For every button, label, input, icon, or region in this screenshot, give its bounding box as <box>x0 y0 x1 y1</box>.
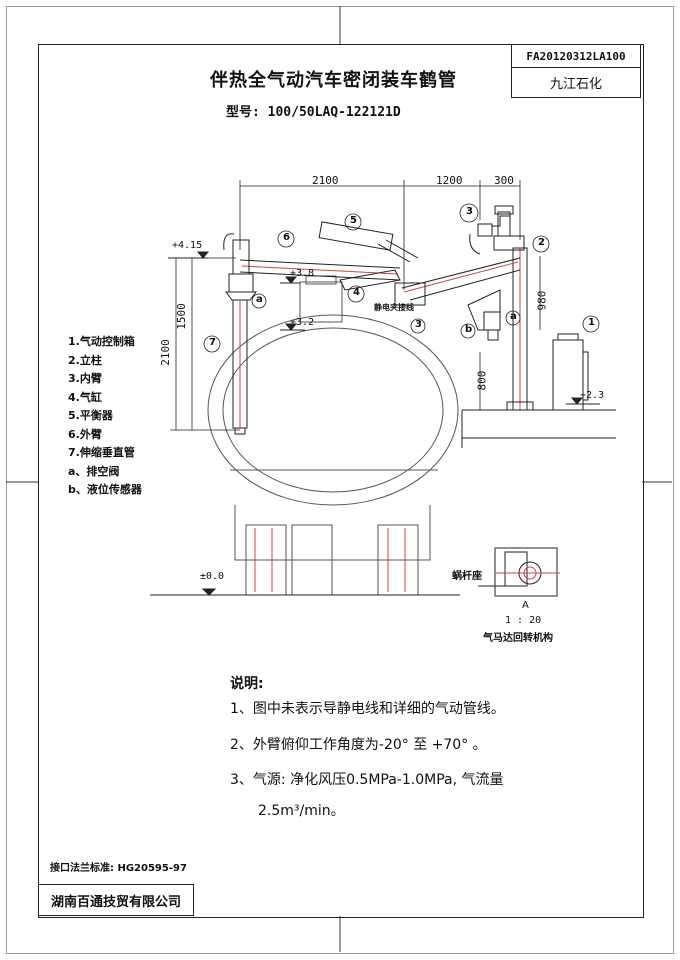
dim-2100-side: 2100 <box>158 339 172 366</box>
part-number-7: 7 <box>209 337 216 348</box>
note-3-continued: 2.5m³/min。 <box>258 803 345 819</box>
part-number-3: 3 <box>466 206 473 217</box>
part-number-3-lower: 3 <box>415 319 422 330</box>
part-number-4: 4 <box>353 287 360 298</box>
control-box <box>552 333 589 411</box>
frame-ticks <box>6 6 672 952</box>
note-3: 3、气源: 净化风压0.5MPa-1.0MPa, 气流量 <box>230 772 504 788</box>
legend-item: 4.气缸 <box>68 390 102 404</box>
static-clip-label: 静电夹接线 <box>374 303 414 312</box>
riser-column <box>493 205 534 411</box>
vertical-pipe <box>223 233 257 435</box>
detail-head <box>469 215 510 255</box>
ground-line <box>150 588 460 596</box>
elevation-4-15: +4.15 <box>172 240 203 251</box>
dim-980: 980 <box>535 290 549 311</box>
part-callouts <box>203 203 600 353</box>
note-1: 1、图中未表示导静电线和详细的气动管线。 <box>230 701 505 717</box>
dimension-lines <box>170 180 541 431</box>
part-number-6: 6 <box>283 232 290 243</box>
part-number-5: 5 <box>350 215 357 226</box>
legend-item: b、液位传感器 <box>68 483 142 496</box>
legend-item: 3.内臂 <box>68 372 102 385</box>
model-number: 型号: 100/50LAQ-122121D <box>226 105 401 120</box>
elevation-3-8: +3.8 <box>290 268 315 279</box>
client-name: 九江石化 <box>511 68 641 98</box>
legend-item: 6.外臂 <box>68 427 102 441</box>
ground-platform <box>461 409 616 448</box>
flange-standard: 接口法兰标准: HG20595-97 <box>50 863 187 874</box>
company-name: 湖南百通技贸有限公司 <box>38 884 194 916</box>
dim-300: 300 <box>494 174 514 187</box>
drawing-code: FA20120312LA100 <box>511 44 641 68</box>
legend-item: 5.平衡器 <box>68 409 113 422</box>
parts-legend: 1.气动控制箱 2.立柱 3.内臂 4.气缸 5.平衡器 6.外臂 7.伸缩垂直… <box>68 333 142 500</box>
drawing-frame <box>38 44 644 918</box>
legend-item: 1.气动控制箱 <box>68 335 135 348</box>
legend-item: a、排空阀 <box>68 464 120 478</box>
detail-letter: A <box>522 600 529 611</box>
dim-2100-top: 2100 <box>312 174 339 187</box>
outer-arm <box>239 221 419 291</box>
elevation-0-0: ±0.0 <box>200 571 225 582</box>
note-2: 2、外臂俯仰工作角度为-20° 至 +70° 。 <box>230 737 487 753</box>
part-number-1: 1 <box>588 317 595 328</box>
dim-1200: 1200 <box>436 174 463 187</box>
legend-item: 7.伸缩垂直管 <box>68 446 135 459</box>
callout-a-left: a <box>256 294 263 305</box>
tank-truck <box>207 275 459 596</box>
callout-b: b <box>465 324 473 335</box>
elevation-markers <box>168 251 600 405</box>
dim-800: 800 <box>475 370 489 391</box>
inner-arm <box>394 257 521 341</box>
callout-a-right: a <box>510 311 517 322</box>
notes-heading: 说明: <box>230 676 264 692</box>
detail-scale: 1 : 20 <box>505 615 542 626</box>
part-number-2: 2 <box>538 237 545 248</box>
elevation-2-3: +2.3 <box>580 390 605 401</box>
drawing-title: 伴热全气动汽车密闭装车鹤管 <box>210 70 457 91</box>
elevation-3-2: +3.2 <box>290 317 315 328</box>
worm-seat-label: 蜗杆座 <box>452 571 482 582</box>
legend-item: 2.立柱 <box>68 353 102 367</box>
detail-a <box>478 547 560 597</box>
dim-1500: 1500 <box>174 303 188 330</box>
detail-caption: 气马达回转机构 <box>483 633 553 644</box>
